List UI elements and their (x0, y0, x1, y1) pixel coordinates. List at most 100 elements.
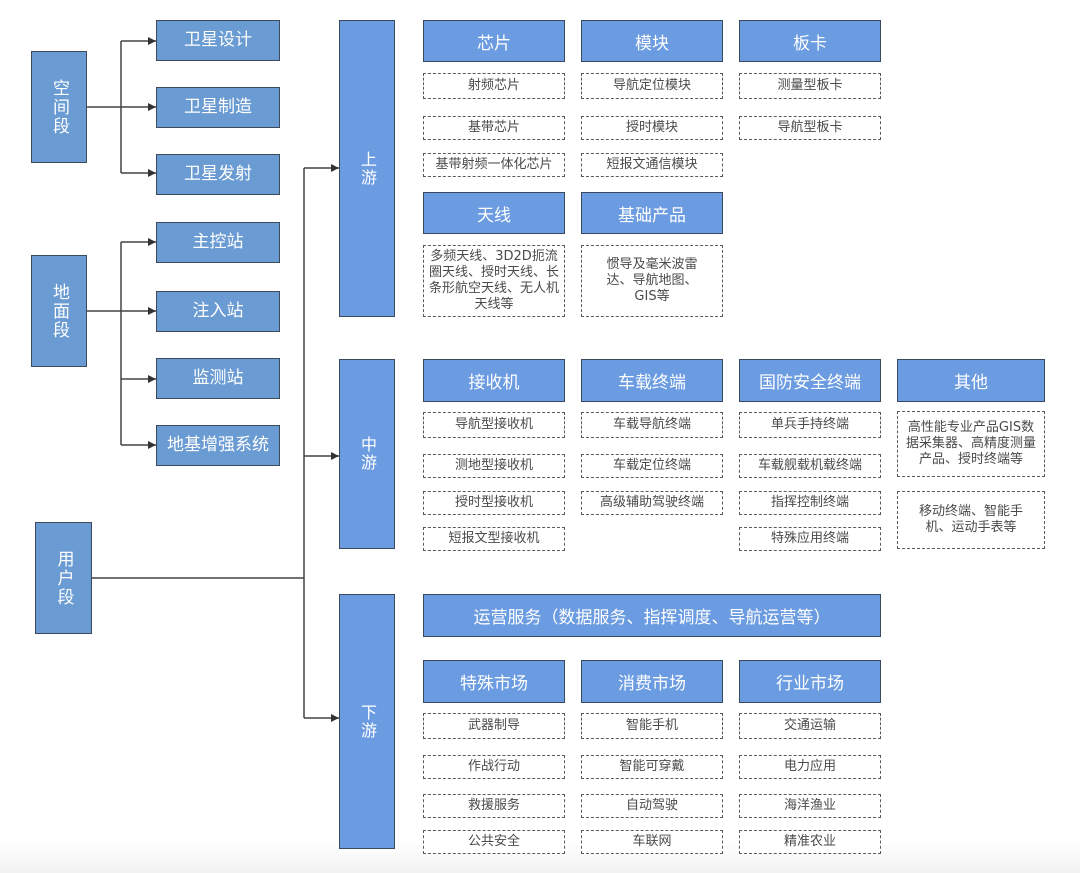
item-label: 电力应用 (783, 759, 836, 774)
stage-upstream: 上游 (339, 20, 395, 317)
group-item: 救援服务 (423, 794, 565, 818)
item-label: 多频天线、3D2D扼流圈天线、授时天线、长条形航空天线、无人机天线等 (428, 249, 559, 312)
item-label: 智能手机 (625, 718, 678, 733)
item-label: 自动驾驶 (625, 798, 678, 813)
group-item: 海洋渔业 (739, 794, 881, 818)
ground-item-injection-station: 注入站 (156, 291, 280, 332)
group-title: 车载终端 (618, 373, 686, 393)
group-title: 特殊市场 (460, 674, 528, 694)
item-label: 惯导及毫米波雷达、导航地图、GIS等 (606, 257, 698, 304)
connector-ground (87, 242, 122, 445)
group-header-antenna: 天线 (423, 192, 565, 234)
item-label: 精准农业 (783, 834, 836, 849)
item-label: 单兵手持终端 (770, 417, 849, 432)
item-label: 授时模块 (625, 120, 678, 135)
space-item-manufacture: 卫星制造 (156, 87, 280, 128)
group-header-receiver: 接收机 (423, 359, 565, 402)
segment-ground: 地面段 (31, 255, 87, 367)
item-label: 基带芯片 (467, 120, 520, 135)
group-item: 导航定位模块 (581, 73, 723, 99)
item-label: 智能可穿戴 (619, 759, 685, 774)
group-title: 天线 (477, 205, 511, 226)
group-title: 消费市场 (618, 674, 686, 694)
item-label: 基带射频一体化芯片 (435, 157, 553, 172)
group-item: 特殊应用终端 (739, 527, 881, 551)
ground-item-augmentation-system: 地基增强系统 (156, 425, 280, 466)
group-item: 导航型接收机 (423, 412, 565, 438)
group-item: 电力应用 (739, 755, 881, 779)
item-label: 救援服务 (467, 798, 520, 813)
ground-item-label: 注入站 (192, 301, 244, 321)
group-header-industry-market: 行业市场 (739, 660, 881, 703)
group-title: 板卡 (793, 33, 827, 54)
stage-downstream: 下游 (339, 594, 395, 849)
group-title: 行业市场 (776, 674, 844, 694)
group-item: 车载定位终端 (581, 454, 723, 478)
group-item: 车载导航终端 (581, 412, 723, 438)
group-item: 精准农业 (739, 830, 881, 854)
operation-service-banner: 运营服务（数据服务、指挥调度、导航运营等） (423, 594, 881, 637)
stage-midstream: 中游 (339, 359, 395, 549)
group-item: 交通运输 (739, 713, 881, 739)
space-item-label: 卫星设计 (184, 30, 252, 50)
ground-item-master-station: 主控站 (156, 222, 280, 263)
item-label: 公共安全 (467, 834, 520, 849)
item-label: 武器制导 (467, 718, 520, 733)
segment-ground-label: 地面段 (49, 282, 69, 340)
ground-item-label: 监测站 (192, 368, 244, 388)
group-item: 指挥控制终端 (739, 491, 881, 515)
group-item: 武器制导 (423, 713, 565, 739)
item-label: 射频芯片 (467, 78, 520, 93)
item-label: 移动终端、智能手机、运动手表等 (918, 504, 1023, 535)
group-item: 导航型板卡 (739, 116, 881, 140)
item-label: 指挥控制终端 (770, 495, 849, 510)
group-item: 车载舰载机载终端 (739, 454, 881, 478)
ground-item-label: 地基增强系统 (167, 435, 269, 455)
group-header-module: 模块 (581, 20, 723, 62)
group-header-basic-products: 基础产品 (581, 192, 723, 234)
space-item-design: 卫星设计 (156, 20, 280, 61)
item-label: 高性能专业产品GIS数据采集器、高精度测量产品、授时终端等 (905, 420, 1036, 467)
group-item: 自动驾驶 (581, 794, 723, 818)
item-label: 高级辅助驾驶终端 (599, 495, 704, 510)
group-item: 多频天线、3D2D扼流圈天线、授时天线、长条形航空天线、无人机天线等 (423, 245, 565, 317)
group-item: 基带射频一体化芯片 (423, 153, 565, 177)
group-item: 智能可穿戴 (581, 755, 723, 779)
item-label: 车载导航终端 (612, 417, 691, 432)
segment-user: 用户段 (35, 522, 92, 634)
group-item: 车联网 (581, 830, 723, 854)
group-header-vehicle-terminal: 车载终端 (581, 359, 723, 402)
item-label: 导航型板卡 (777, 120, 843, 135)
connector-space (87, 41, 122, 173)
ground-item-monitor-station: 监测站 (156, 358, 280, 399)
item-label: 作战行动 (467, 759, 520, 774)
group-item: 测量型板卡 (739, 73, 881, 99)
group-item: 惯导及毫米波雷达、导航地图、GIS等 (581, 245, 723, 317)
item-label: 导航定位模块 (612, 78, 691, 93)
stage-downstream-label: 下游 (358, 703, 377, 740)
group-item: 基带芯片 (423, 116, 565, 140)
group-header-board: 板卡 (739, 20, 881, 62)
group-item: 授时型接收机 (423, 491, 565, 515)
item-label: 车载舰载机载终端 (757, 458, 862, 473)
group-item: 短报文型接收机 (423, 527, 565, 551)
space-item-label: 卫星制造 (184, 97, 252, 117)
item-label: 导航型接收机 (454, 417, 533, 432)
item-label: 特殊应用终端 (770, 531, 849, 546)
segment-user-label: 用户段 (53, 549, 74, 607)
operation-service-label: 运营服务（数据服务、指挥调度、导航运营等） (473, 608, 831, 628)
item-label: 海洋渔业 (783, 798, 836, 813)
group-title: 芯片 (477, 33, 511, 54)
group-item: 短报文通信模块 (581, 153, 723, 177)
group-title: 接收机 (468, 373, 520, 393)
item-label: 短报文通信模块 (606, 157, 698, 172)
segment-space: 空间段 (31, 51, 87, 163)
ground-item-label: 主控站 (192, 232, 244, 252)
space-item-label: 卫星发射 (184, 164, 252, 184)
group-header-defense-terminal: 国防安全终端 (739, 359, 881, 402)
space-item-launch: 卫星发射 (156, 154, 280, 195)
item-label: 授时型接收机 (454, 495, 533, 510)
stage-midstream-label: 中游 (358, 436, 377, 472)
item-label: 交通运输 (783, 718, 836, 733)
